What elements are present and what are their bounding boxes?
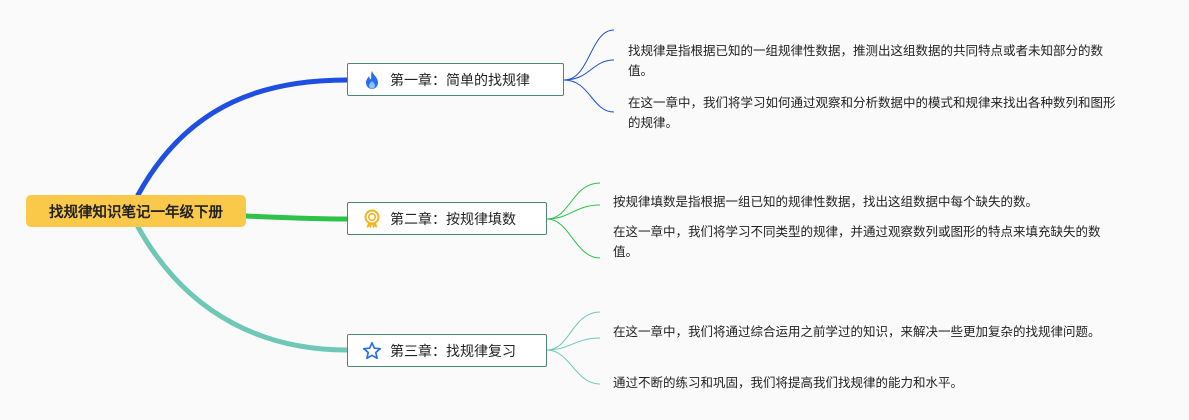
link-root-branch-3 — [135, 224, 350, 353]
note-chapter-2-1[interactable]: 按规律填数是指根据一组已知的规律性数据，找出这组数据中每个缺失的数。 — [613, 192, 1113, 212]
note-chapter-1-2[interactable]: 在这一章中，我们将学习如何通过观察和分析数据中的模式和规律来找出各种数列和图形的… — [628, 93, 1118, 133]
link-branch-2-note-1 — [546, 182, 601, 220]
link-branch-1-note-1b — [563, 59, 615, 81]
branch-topic-chapter-3[interactable]: 第三章：找规律复习 — [347, 334, 547, 367]
link-branch-2-note-1b — [546, 204, 601, 220]
root-topic[interactable]: 找规律知识笔记一年级下册 — [26, 195, 246, 227]
link-root-branch-1 — [135, 77, 350, 198]
fire-icon — [362, 70, 382, 90]
note-chapter-1-1[interactable]: 找规律是指根据已知的一组规律性数据，推测出这组数据的共同特点或者未知部分的数值。 — [628, 41, 1118, 81]
note-text: 在这一章中，我们将学习如何通过观察和分析数据中的模式和规律来找出各种数列和图形的… — [628, 95, 1116, 130]
branch-topic-chapter-1[interactable]: 第一章：简单的找规律 — [347, 63, 564, 96]
note-text: 在这一章中，我们将学习不同类型的规律，并通过观察数列或图形的特点来填充缺失的数值… — [613, 224, 1101, 259]
note-chapter-2-2[interactable]: 在这一章中，我们将学习不同类型的规律，并通过观察数列或图形的特点来填充缺失的数值… — [613, 222, 1103, 262]
branch-label: 第三章：找规律复习 — [390, 343, 516, 360]
link-branch-2-note-2 — [546, 218, 601, 259]
note-text: 在这一章中，我们将通过综合运用之前学过的知识，来解决一些更加复杂的找规律问题。 — [613, 324, 1101, 339]
award-medal-icon — [362, 209, 382, 229]
link-branch-1-note-2 — [563, 79, 615, 113]
note-chapter-3-1[interactable]: 在这一章中，我们将通过综合运用之前学过的知识，来解决一些更加复杂的找规律问题。 — [613, 322, 1133, 342]
link-branch-3-note-2 — [546, 349, 601, 385]
note-text: 按规律填数是指根据一组已知的规律性数据，找出这组数据中每个缺失的数。 — [613, 194, 1039, 209]
note-text: 找规律是指根据已知的一组规律性数据，推测出这组数据的共同特点或者未知部分的数值。 — [628, 43, 1104, 78]
link-branch-3-note-1 — [546, 311, 601, 351]
branch-label: 第一章：简单的找规律 — [390, 72, 530, 89]
link-branch-3-note-1b — [546, 337, 601, 351]
note-chapter-3-2[interactable]: 通过不断的练习和巩固，我们将提高我们找规律的能力和水平。 — [613, 373, 1113, 393]
branch-topic-chapter-2[interactable]: 第二章：按规律填数 — [347, 202, 547, 235]
link-root-branch-2 — [243, 213, 350, 222]
note-text: 通过不断的练习和巩固，我们将提高我们找规律的能力和水平。 — [613, 375, 964, 390]
star-outline-icon — [362, 341, 382, 361]
root-topic-label: 找规律知识笔记一年级下册 — [49, 204, 223, 221]
branch-label: 第二章：按规律填数 — [390, 211, 516, 228]
link-branch-1-note-1 — [563, 29, 615, 81]
